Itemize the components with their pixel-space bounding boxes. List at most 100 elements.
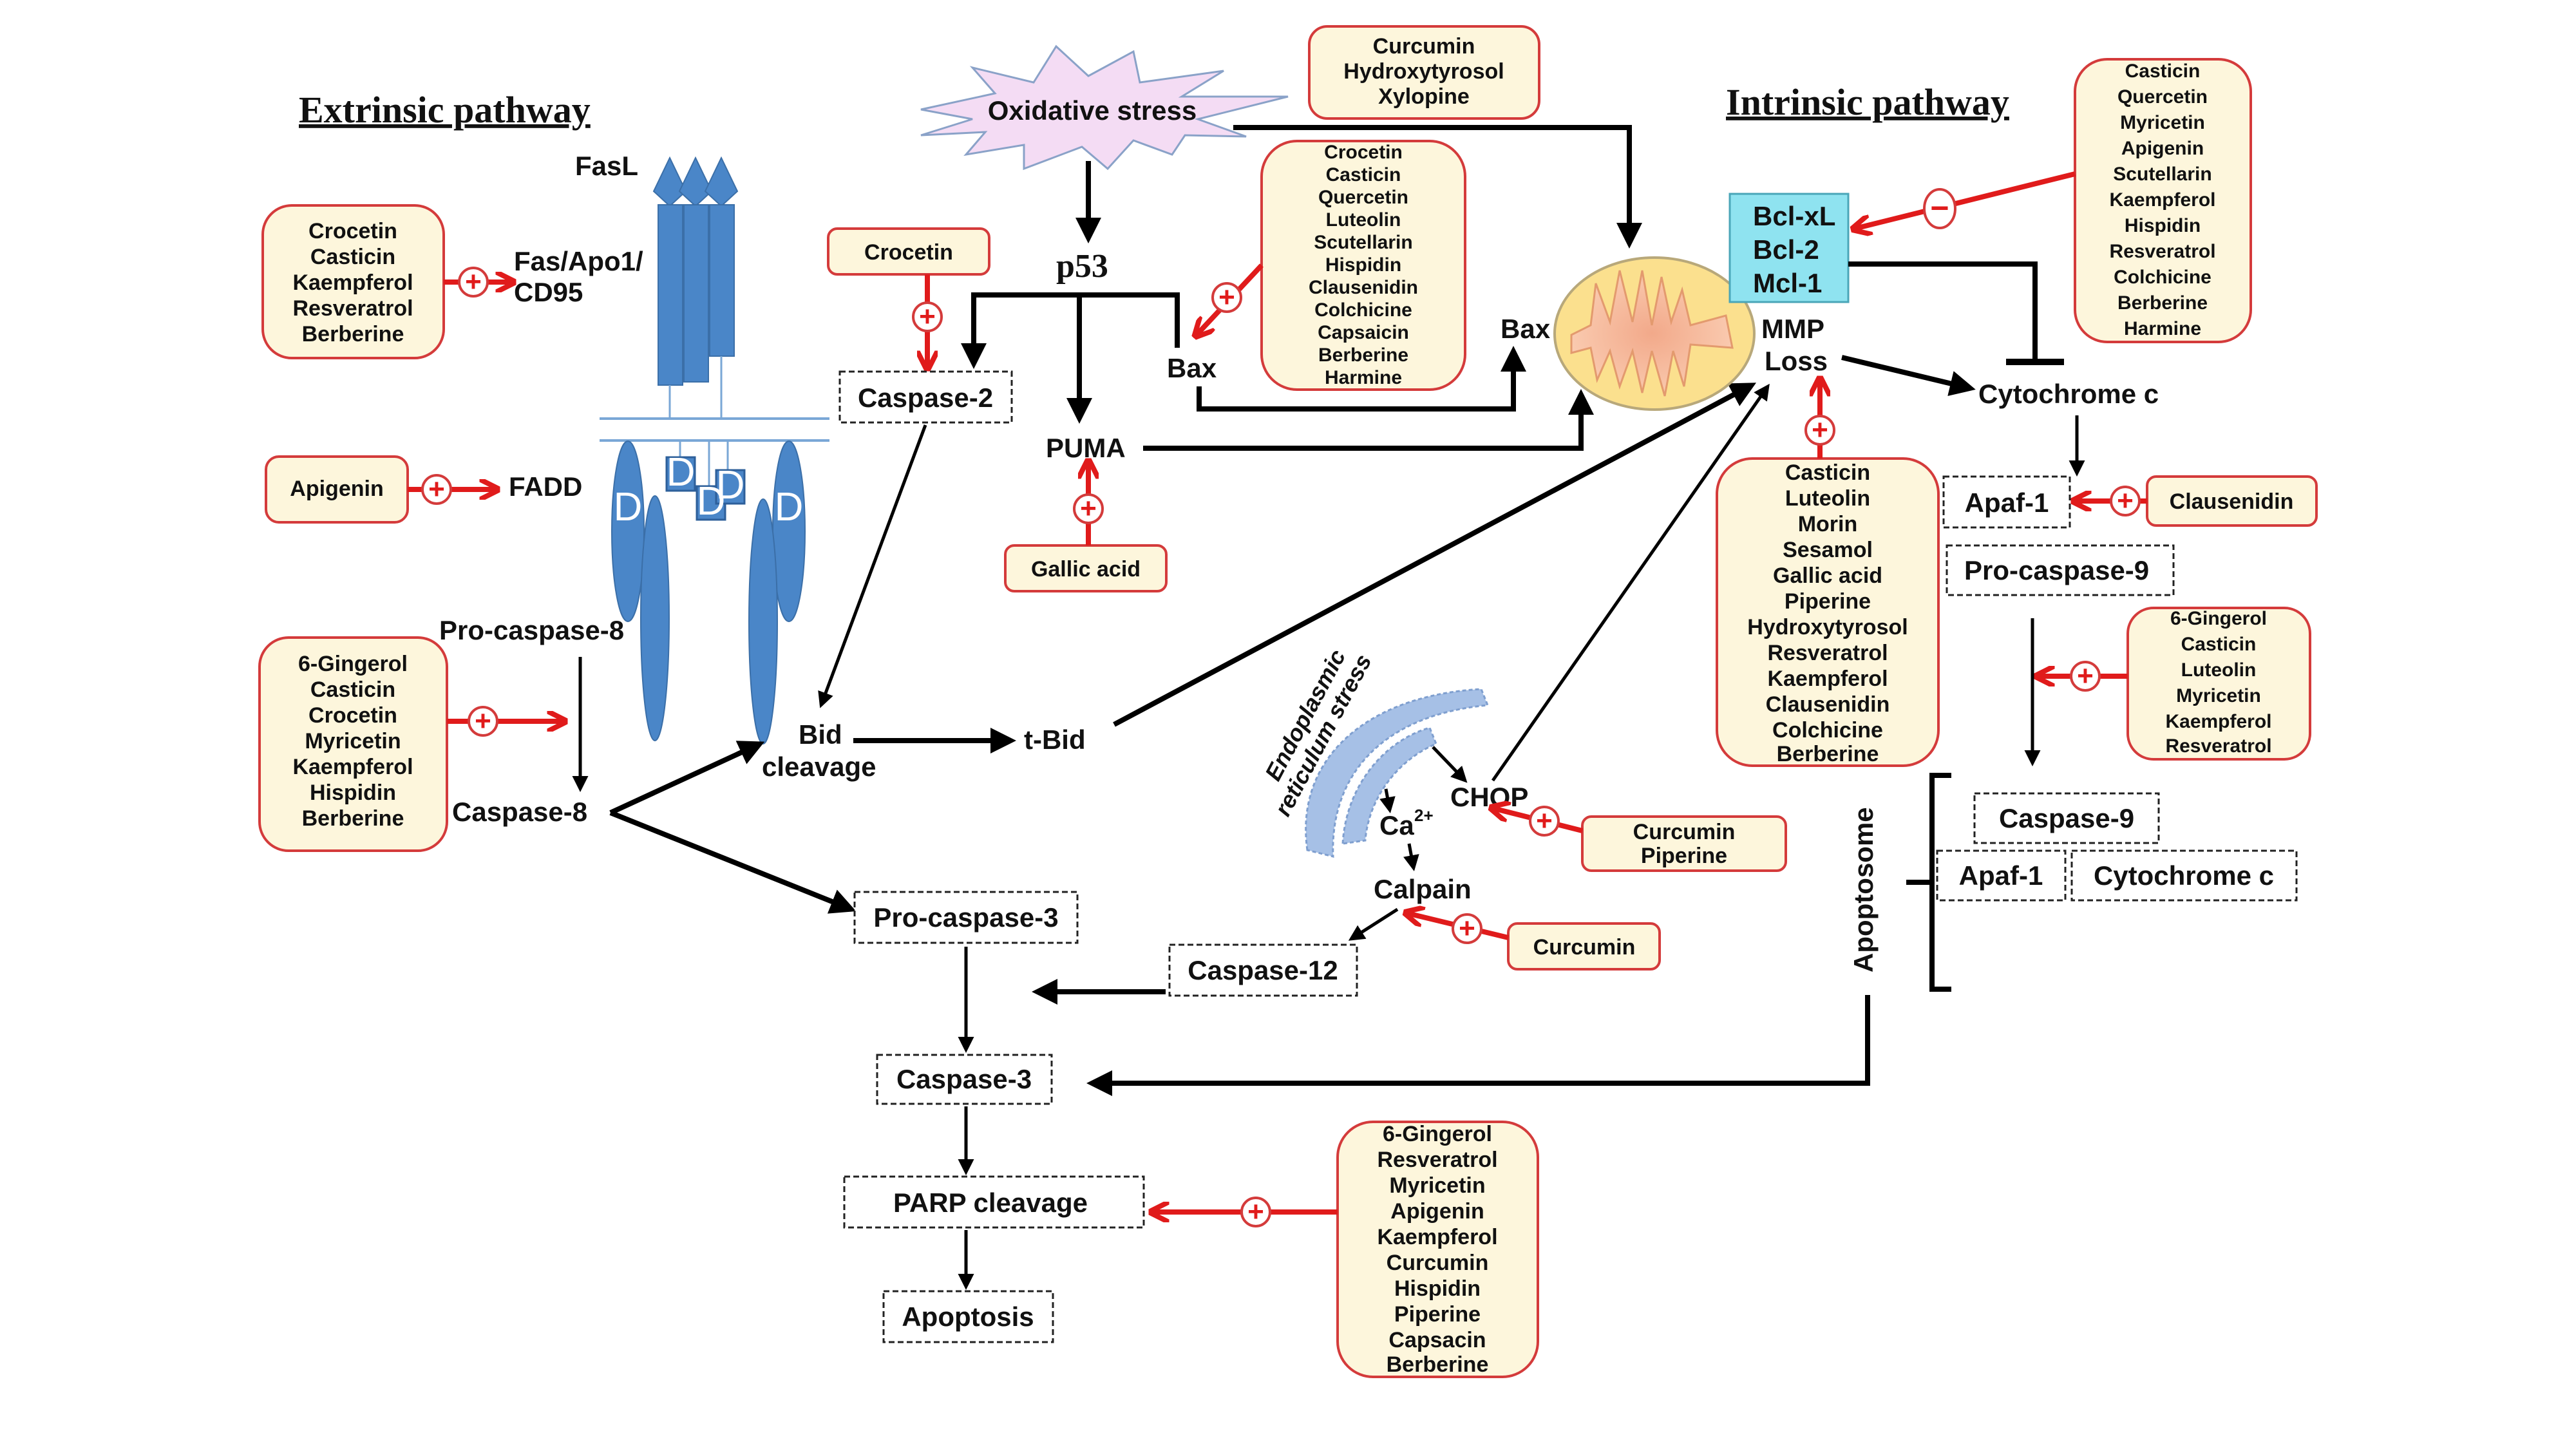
arrow-er-to-ca bbox=[1379, 788, 1396, 813]
svg-text:Scutellarin: Scutellarin bbox=[1314, 232, 1412, 253]
apaf-1-node: Apaf-1 bbox=[1942, 475, 2071, 529]
calcium-superscript: 2+ bbox=[1414, 806, 1434, 825]
arrow-casp8-to-procasp3 bbox=[609, 810, 857, 914]
inhibit-bcl-to-cytochrome bbox=[1848, 261, 2038, 361]
chop-label: CHOP bbox=[1450, 782, 1528, 812]
compound-box-bcl: Casticin Quercetin Myricetin Apigenin Sc… bbox=[2074, 58, 2252, 343]
bid-label-line1: Bid bbox=[799, 719, 842, 750]
plus-icon: + bbox=[465, 266, 482, 298]
svg-text:Crocetin: Crocetin bbox=[308, 703, 397, 728]
svg-text:Gallic acid: Gallic acid bbox=[1031, 557, 1141, 582]
activation-arrow-puma: + bbox=[1073, 462, 1104, 545]
compound-box-fadd: Apigenin bbox=[265, 455, 409, 524]
activation-arrow-chop: + bbox=[1493, 805, 1583, 837]
minus-icon: − bbox=[1930, 190, 1949, 226]
svg-text:Quercetin: Quercetin bbox=[1318, 187, 1408, 208]
svg-text:Harmine: Harmine bbox=[1325, 367, 1402, 388]
mmp-label-line1: MMP bbox=[1761, 314, 1824, 344]
svg-text:Colchicine: Colchicine bbox=[1772, 718, 1883, 743]
plus-icon: + bbox=[475, 705, 491, 737]
fasl-label: FasL bbox=[575, 151, 638, 181]
svg-text:Casticin: Casticin bbox=[2181, 634, 2257, 655]
svg-text:Resveratrol: Resveratrol bbox=[2165, 735, 2271, 757]
activation-arrow-mmp: + bbox=[1804, 380, 1835, 459]
svg-text:Hispidin: Hispidin bbox=[1394, 1276, 1481, 1301]
activation-arrow-caspase-9: + bbox=[2038, 660, 2128, 692]
svg-text:Sesamol: Sesamol bbox=[1783, 538, 1873, 562]
mitochondrion-icon bbox=[1553, 256, 1756, 411]
svg-text:Caspase-2: Caspase-2 bbox=[858, 383, 993, 413]
plus-icon: + bbox=[1812, 414, 1828, 446]
arrow-bax-to-mitochondria bbox=[1197, 346, 1526, 412]
svg-text:Hispidin: Hispidin bbox=[310, 781, 396, 805]
intrinsic-pathway-title: Intrinsic pathway bbox=[1726, 81, 2009, 123]
svg-text:Kaempferol: Kaempferol bbox=[1767, 667, 1888, 691]
svg-text:Quercetin: Quercetin bbox=[2117, 86, 2208, 108]
arrow-er-to-chop bbox=[1432, 746, 1468, 783]
svg-text:Myricetin: Myricetin bbox=[2120, 112, 2205, 133]
compound-box-apaf1: Clausenidin bbox=[2146, 475, 2318, 527]
svg-text:Pro-caspase-9: Pro-caspase-9 bbox=[1964, 555, 2149, 585]
svg-text:Resveratrol: Resveratrol bbox=[2109, 241, 2215, 262]
arrow-chop-to-mmp bbox=[1491, 383, 1770, 782]
activation-arrow-fas: + bbox=[444, 266, 512, 298]
plus-icon: + bbox=[2117, 485, 2134, 516]
extrinsic-pathway-title: Extrinsic pathway bbox=[299, 89, 591, 131]
t-bid-label: t-Bid bbox=[1024, 724, 1086, 755]
svg-text:Morin: Morin bbox=[1798, 512, 1858, 536]
svg-text:Colchicine: Colchicine bbox=[2114, 267, 2211, 288]
apoptosome-caspase-9-node: Caspase-9 bbox=[1973, 792, 2160, 844]
svg-text:6-Gingerol: 6-Gingerol bbox=[1383, 1122, 1492, 1146]
svg-text:Casticin: Casticin bbox=[310, 677, 395, 702]
plus-icon: + bbox=[1536, 805, 1553, 837]
svg-text:Clausenidin: Clausenidin bbox=[2170, 489, 2294, 514]
plus-icon: + bbox=[428, 473, 445, 505]
compound-box-fas: Crocetin Casticin Kaempferol Resveratrol… bbox=[261, 204, 445, 359]
disc-complex-icon: D D D D D bbox=[611, 440, 806, 744]
plus-icon: + bbox=[919, 301, 936, 332]
fas-receptor-icon bbox=[652, 156, 739, 419]
compound-box-oxidative: Curcumin Hydroxytyrosol Xylopine bbox=[1308, 25, 1540, 120]
plus-icon: + bbox=[2077, 660, 2094, 692]
svg-text:Kaempferol: Kaempferol bbox=[2165, 711, 2271, 732]
arrow-casp8-to-bid bbox=[609, 741, 765, 815]
svg-text:Luteolin: Luteolin bbox=[2181, 659, 2257, 681]
svg-text:Caspase-9: Caspase-9 bbox=[1999, 803, 2134, 833]
svg-text:Piperine: Piperine bbox=[1641, 844, 1727, 868]
cytochrome-c-label: Cytochrome c bbox=[1978, 379, 2159, 409]
bax-label-right: Bax bbox=[1501, 314, 1551, 344]
compound-box-chop: Curcumin Piperine bbox=[1581, 815, 1787, 872]
apoptosome-cytochrome-c-node: Cytochrome c bbox=[2070, 849, 2298, 902]
svg-text:Clausenidin: Clausenidin bbox=[1309, 277, 1418, 298]
caspase-3-node: Caspase-3 bbox=[876, 1054, 1053, 1105]
svg-text:Cytochrome c: Cytochrome c bbox=[2094, 860, 2274, 891]
fadd-label: FADD bbox=[509, 471, 582, 502]
death-domain-label: D bbox=[667, 450, 696, 495]
arrow-caspase-2-to-bid bbox=[818, 424, 927, 708]
svg-text:Luteolin: Luteolin bbox=[1785, 486, 1870, 511]
death-domain-label: D bbox=[614, 485, 643, 529]
calpain-label: Calpain bbox=[1374, 874, 1472, 904]
svg-text:Casticin: Casticin bbox=[310, 245, 395, 269]
fas-label-line2: CD95 bbox=[514, 277, 583, 307]
svg-text:Luteolin: Luteolin bbox=[1326, 209, 1401, 231]
svg-text:Casticin: Casticin bbox=[1326, 164, 1401, 185]
activation-arrow-fadd: + bbox=[408, 473, 496, 505]
activation-arrow-caspase-2: + bbox=[912, 274, 943, 367]
svg-text:Apigenin: Apigenin bbox=[2121, 138, 2204, 159]
svg-text:Berberine: Berberine bbox=[1387, 1352, 1489, 1377]
svg-text:Resveratrol: Resveratrol bbox=[1377, 1148, 1497, 1172]
arrow-apoptosome-to-caspase-3 bbox=[1086, 995, 1870, 1096]
svg-text:Hispidin: Hispidin bbox=[1325, 254, 1401, 276]
svg-text:Apigenin: Apigenin bbox=[290, 477, 383, 501]
compound-box-mmp: Casticin Luteolin Morin Sesamol Gallic a… bbox=[1716, 457, 1940, 767]
svg-text:Curcumin: Curcumin bbox=[1633, 820, 1736, 844]
svg-text:Apaf-1: Apaf-1 bbox=[1959, 860, 2043, 891]
activation-arrow-bax: + bbox=[1197, 263, 1264, 335]
mmp-label-line2: Loss bbox=[1765, 346, 1828, 376]
svg-text:Crocetin: Crocetin bbox=[864, 240, 953, 265]
svg-text:Myricetin: Myricetin bbox=[305, 729, 401, 753]
activation-arrow-caspase-8: + bbox=[447, 705, 564, 737]
svg-text:Curcumin: Curcumin bbox=[1533, 935, 1636, 960]
arrow-p53-to-caspase-2 bbox=[961, 292, 1180, 369]
